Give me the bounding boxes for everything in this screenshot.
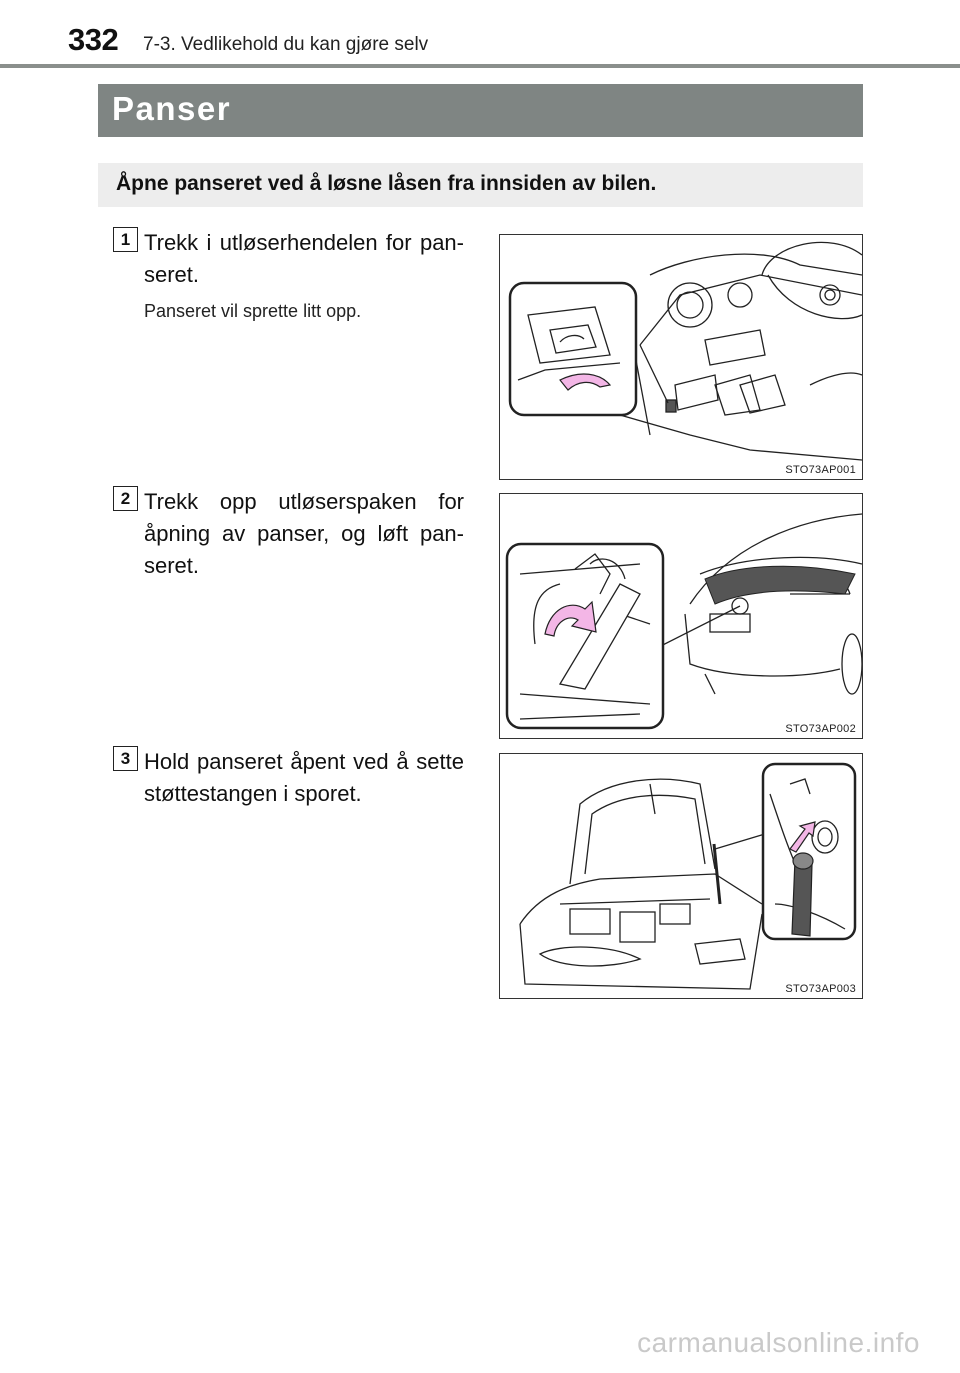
figure-2-illustration: [505, 513, 862, 730]
intro-text: Åpne panseret ved å løsne låsen fra inns…: [116, 172, 657, 195]
section-title: Panser: [112, 90, 232, 127]
chapter-title: 7-3. Vedlikehold du kan gjøre selv: [143, 34, 429, 55]
figure-3-illustration: [519, 762, 857, 990]
figure-hood-support-rod: STO73AP003: [499, 753, 863, 999]
figure-2-code: STO73AP002: [785, 723, 856, 735]
figure-1-code: STO73AP001: [785, 464, 856, 476]
step-2-text: Trekk opp utløserspaken for åpning av pa…: [144, 489, 464, 578]
figure-3-code: STO73AP003: [785, 983, 856, 995]
step-1-text: Trekk i utløserhendelen for pan-seret.: [144, 230, 464, 287]
section-title-bar: Panser: [98, 84, 863, 137]
watermark: carmanualsonline.info: [637, 1327, 920, 1358]
figure-hood-latch-lever: STO73AP002: [499, 493, 863, 739]
step-2-number: 2: [113, 486, 138, 511]
step-3-number: 3: [113, 746, 138, 771]
intro-box: Åpne panseret ved å løsne låsen fra inns…: [98, 163, 863, 207]
step-1-number: 1: [113, 227, 138, 252]
step-1-note: Panseret vil sprette litt opp.: [144, 301, 362, 321]
page-number: 332: [68, 22, 119, 57]
step-3-text: Hold panseret åpent ved å sette støttest…: [144, 749, 464, 806]
header-rule: [0, 64, 960, 68]
figure-1-illustration: [508, 241, 862, 461]
figure-hood-release-lever: STO73AP001: [499, 234, 863, 480]
